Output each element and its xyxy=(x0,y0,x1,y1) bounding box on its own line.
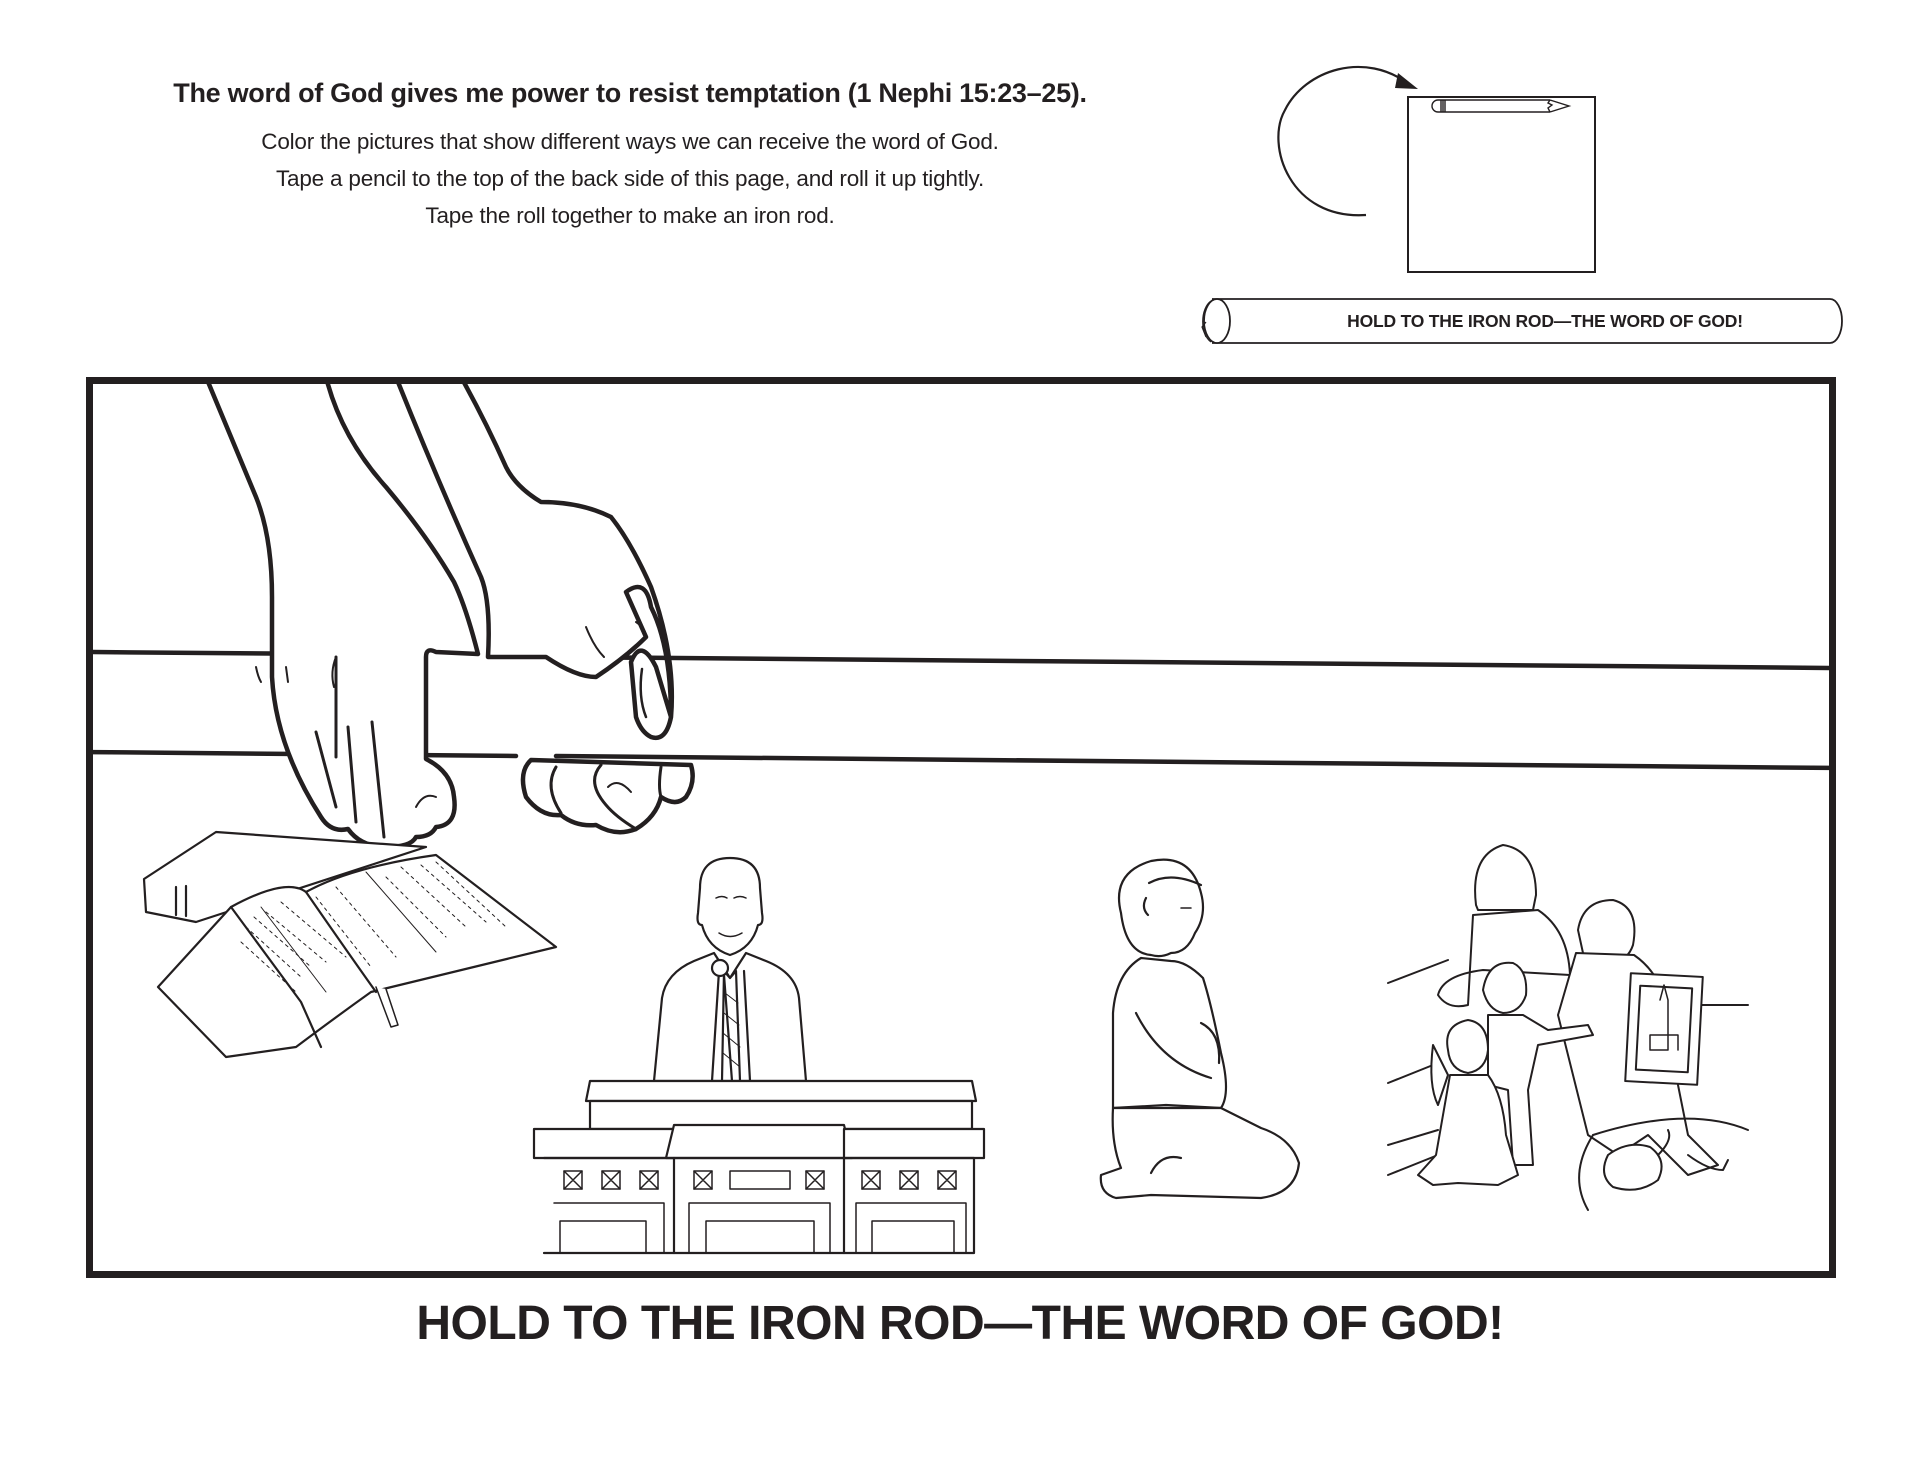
rolling-diagram xyxy=(1270,55,1670,285)
header-block: The word of God gives me power to resist… xyxy=(70,78,1190,234)
instructions-list: Color the pictures that show different w… xyxy=(70,123,1190,234)
illustration-frame xyxy=(86,377,1836,1278)
curved-arrow-icon xyxy=(1277,65,1418,217)
iron-rod-illustration xyxy=(93,384,1829,1255)
instruction-line: Color the pictures that show different w… xyxy=(261,129,999,154)
right-hand xyxy=(396,384,695,835)
instruction-line: Tape the roll together to make an iron r… xyxy=(425,203,835,228)
page-title: The word of God gives me power to resist… xyxy=(173,78,1087,108)
prophet-at-pulpit xyxy=(532,856,986,1255)
open-scriptures xyxy=(142,830,558,1059)
girl-praying xyxy=(1099,858,1301,1200)
rolled-banner: HOLD TO THE IRON ROD—THE WORD OF GOD! xyxy=(1200,297,1850,347)
pencil-icon xyxy=(1431,99,1572,113)
rolled-banner-text: HOLD TO THE IRON ROD—THE WORD OF GOD! xyxy=(1347,311,1743,331)
page-outline xyxy=(1407,96,1596,273)
footer-heading: HOLD TO THE IRON ROD—THE WORD OF GOD! xyxy=(416,1297,1504,1350)
family-study xyxy=(1387,844,1749,1211)
rolled-tube-shape xyxy=(1201,298,1843,344)
rolling-diagram-art xyxy=(1277,65,1596,273)
instruction-line: Tape a pencil to the top of the back sid… xyxy=(276,166,984,191)
left-hand xyxy=(206,384,481,850)
